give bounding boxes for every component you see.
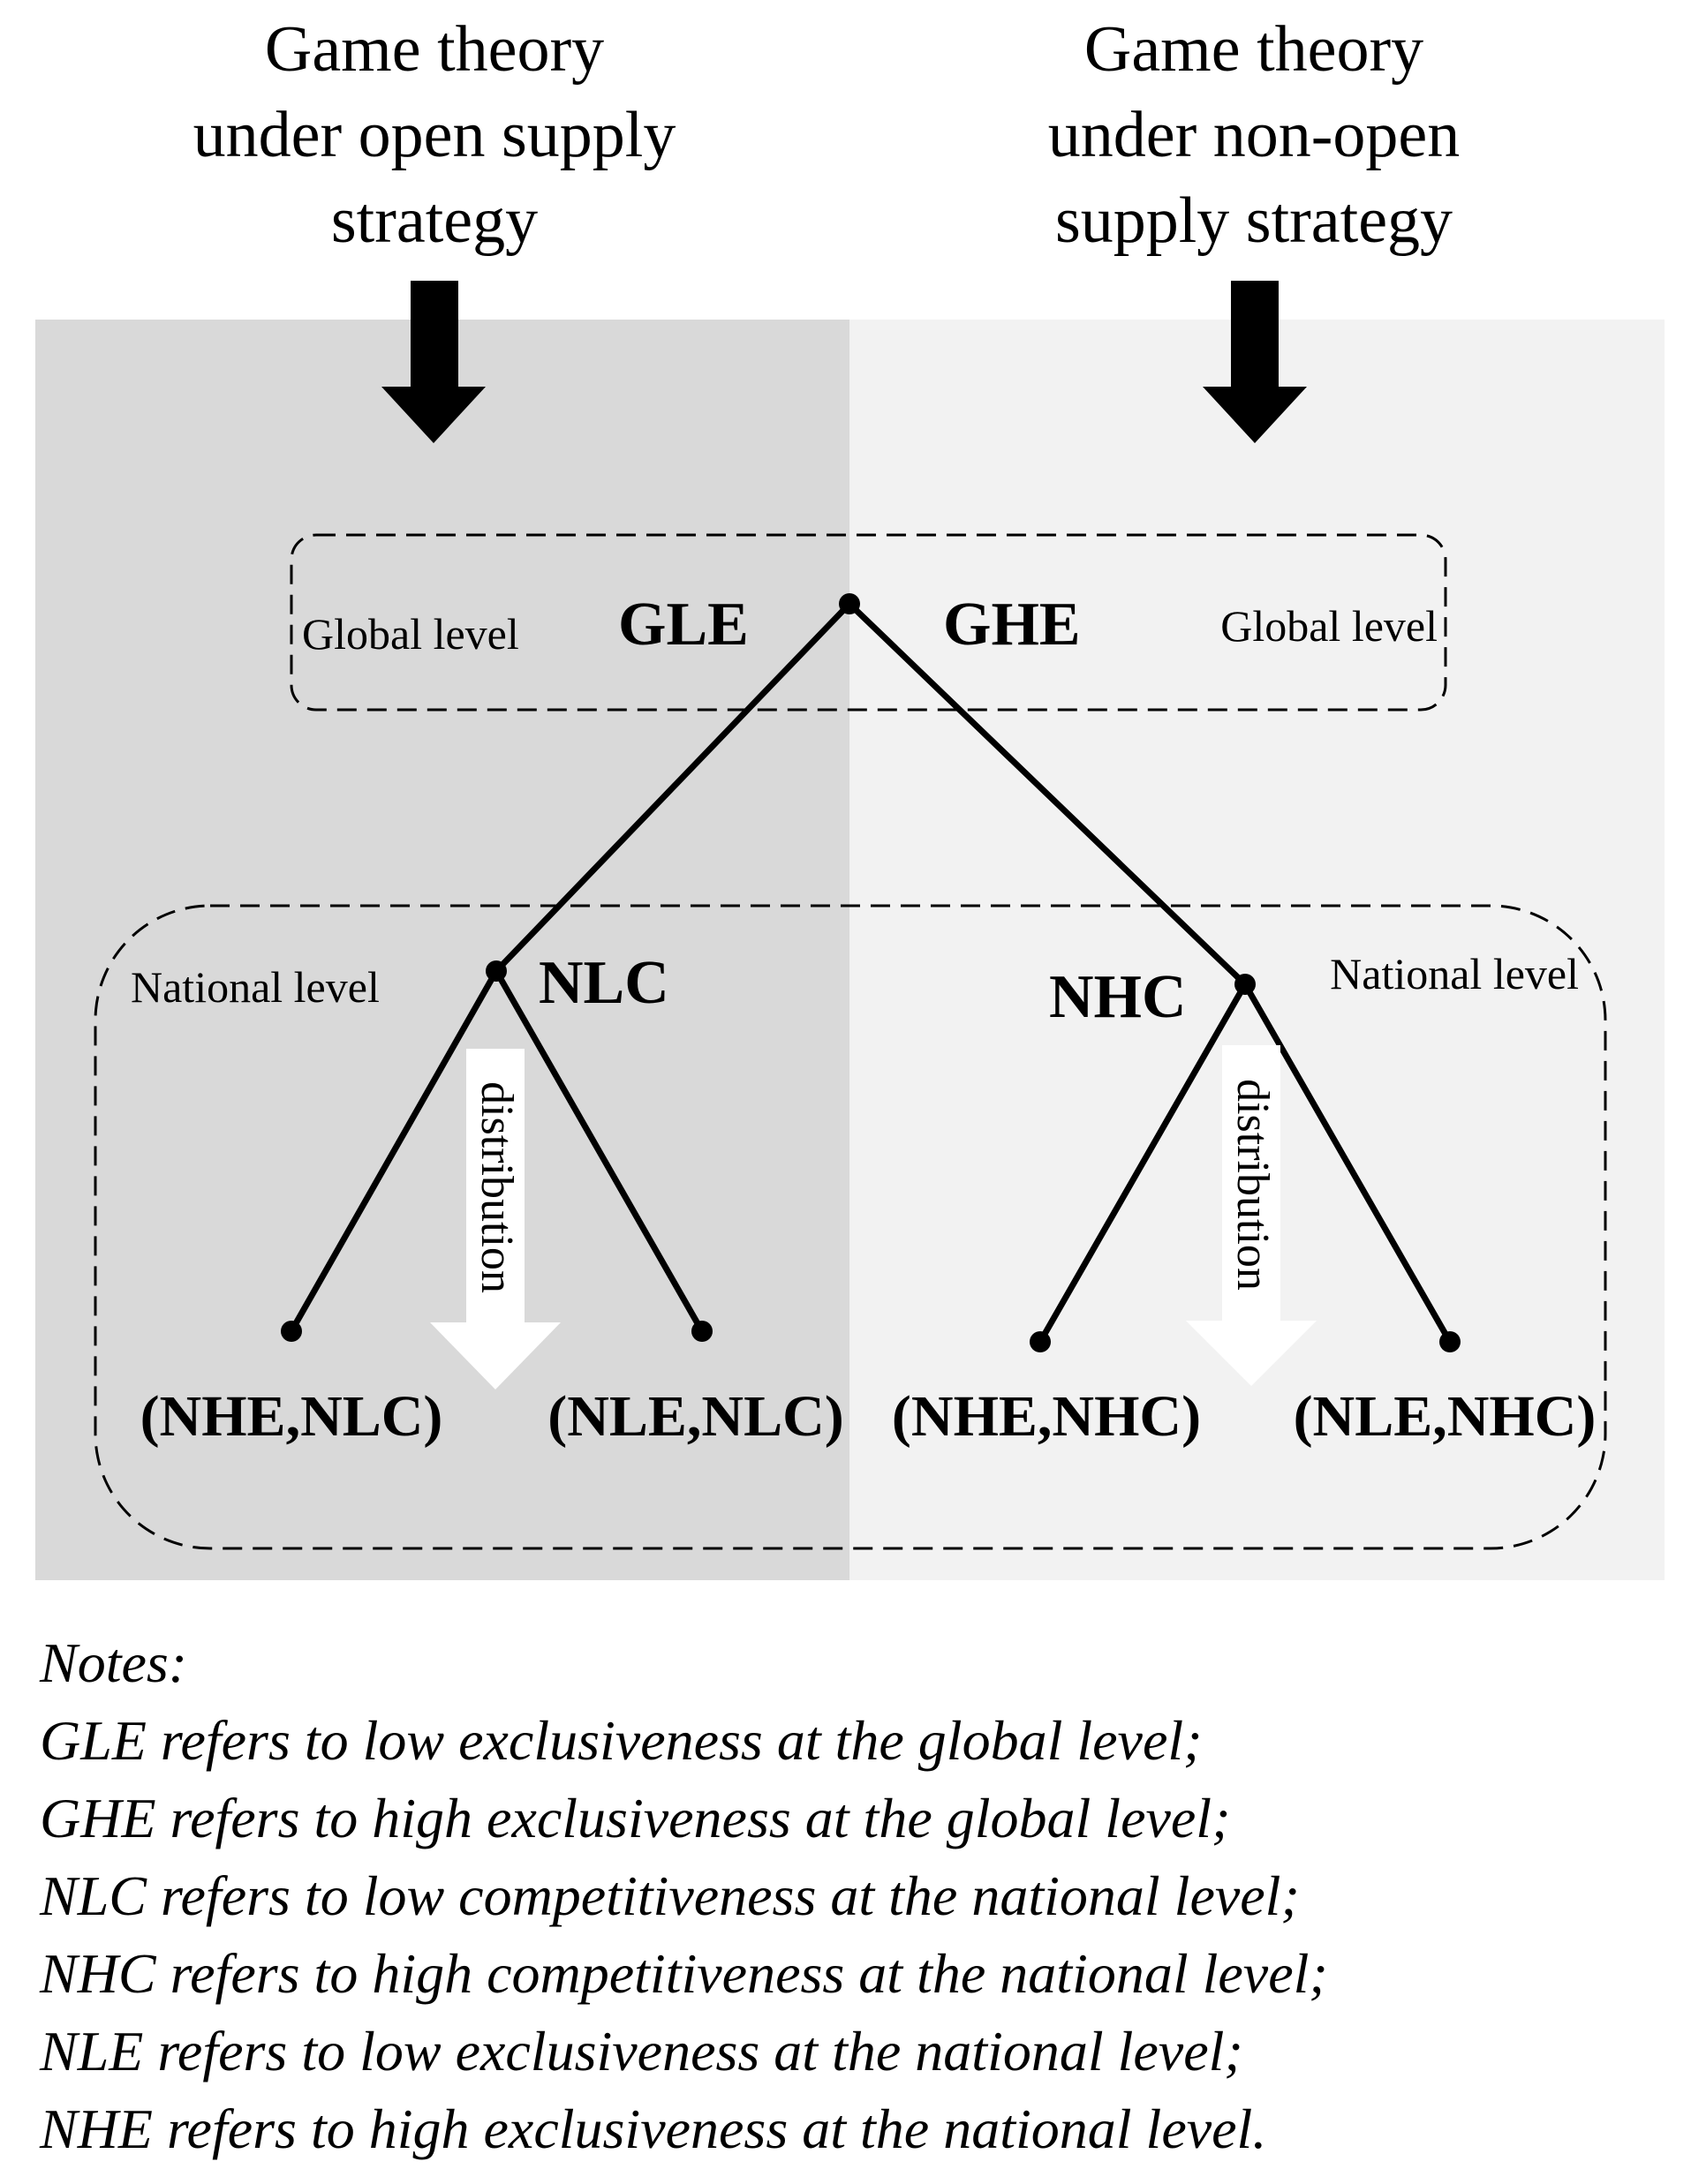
edge-nhc-to-leaf-3 xyxy=(1037,981,1249,1345)
right-distribution-label: distribution xyxy=(1227,1079,1278,1291)
right-down-arrow-icon xyxy=(1203,281,1307,443)
note-item: GHE refers to high exclusiveness at the … xyxy=(40,1787,1231,1849)
nlc-label: NLC xyxy=(539,949,669,1017)
gle-label: GLE xyxy=(618,591,749,659)
edge-nlc-to-leaf-1 xyxy=(288,968,500,1335)
left-distribution-label: distribution xyxy=(472,1081,522,1293)
ghe-label: GHE xyxy=(943,591,1081,659)
left-down-arrow-icon xyxy=(381,281,486,443)
game-tree-diagram: Game theory under open supply strategy G… xyxy=(35,13,1665,1580)
root-node xyxy=(839,593,860,614)
global-level-label-right: Global level xyxy=(1220,601,1438,651)
edge-root-to-nlc xyxy=(493,600,853,975)
nlc-node xyxy=(486,960,507,982)
national-level-label-right: National level xyxy=(1330,949,1579,998)
tree-edges xyxy=(288,600,1453,1345)
note-item: NHC refers to high competitiveness at th… xyxy=(40,1942,1328,2005)
left-heading-line-1: Game theory xyxy=(265,13,604,86)
nhc-node xyxy=(1234,974,1256,995)
leaf-label-1: (NHE,NLC) xyxy=(140,1384,443,1449)
right-heading-line-2: under non-open xyxy=(1048,99,1460,171)
nhc-label: NHC xyxy=(1049,963,1187,1031)
right-heading-line-3: supply strategy xyxy=(1055,185,1453,257)
leaf-node-1 xyxy=(281,1321,302,1342)
edge-nhc-to-leaf-4 xyxy=(1242,981,1453,1345)
notes-title: Notes: xyxy=(40,1631,188,1694)
edge-nlc-to-leaf-2 xyxy=(493,968,706,1335)
left-panel-background xyxy=(35,320,849,1580)
leaf-node-4 xyxy=(1439,1331,1461,1352)
national-level-label-left: National level xyxy=(131,962,380,1012)
leaf-label-2: (NLE,NLC) xyxy=(547,1384,844,1449)
leaf-label-3: (NHE,NHC) xyxy=(892,1384,1201,1449)
edge-root-to-nhc xyxy=(846,600,1249,988)
left-heading-line-2: under open supply xyxy=(193,99,676,171)
right-heading-line-1: Game theory xyxy=(1084,13,1423,86)
leaf-node-2 xyxy=(691,1321,713,1342)
global-level-label-left: Global level xyxy=(302,609,519,659)
tree-nodes xyxy=(281,593,1461,1352)
note-item: NHE refers to high exclusiveness at the … xyxy=(40,2097,1267,2160)
national-level-box xyxy=(94,904,1607,1550)
right-distribution-arrow-icon xyxy=(1186,1045,1317,1386)
leaf-node-3 xyxy=(1030,1331,1051,1352)
notes-section: Notes: GLE refers to low exclusiveness a… xyxy=(40,1624,1665,2168)
global-level-box xyxy=(290,533,1447,712)
left-heading-line-3: strategy xyxy=(331,185,538,257)
left-distribution-arrow-icon xyxy=(430,1049,561,1389)
note-item: NLE refers to low exclusiveness at the n… xyxy=(40,2020,1243,2082)
leaf-label-4: (NLE,NHC) xyxy=(1294,1384,1597,1449)
note-item: GLE refers to low exclusiveness at the g… xyxy=(40,1709,1203,1772)
note-item: NLC refers to low competitiveness at the… xyxy=(40,1864,1300,1927)
